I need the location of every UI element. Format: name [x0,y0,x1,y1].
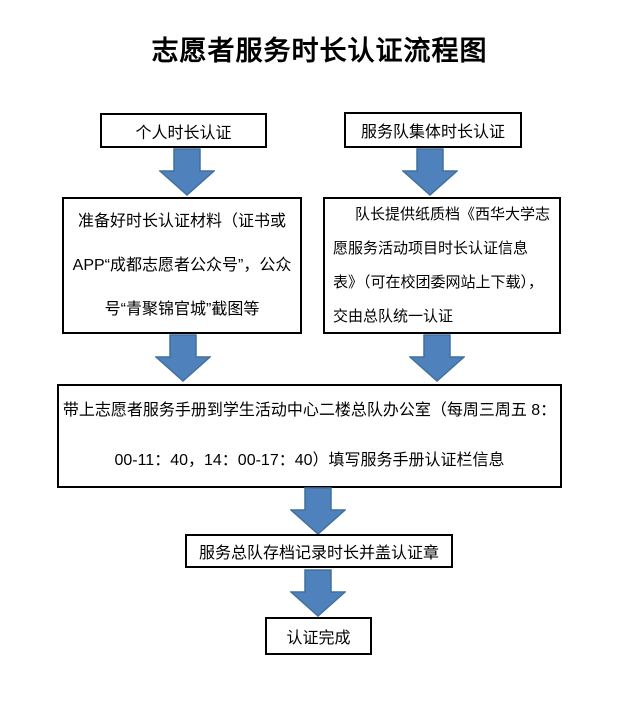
node-text-line: APP“成都志愿者公众号”，公众 [72,256,292,274]
node-label: 服务队集体时长认证 [360,124,505,141]
node-team-certification: 服务队集体时长认证 [344,112,522,148]
flowchart-title: 志愿者服务时长认证流程图 [151,36,488,66]
node-text-line: 00-11：40，14：00-17：40）填写服务手册认证栏信息 [114,452,505,469]
node-text-line: 号“青聚锦官城”截图等 [104,300,260,318]
node-service-manual-office: 带上志愿者服务手册到学生活动中心二楼总队办公室（每周三周五 8： 00-11：4… [57,384,562,488]
node-hq-archive-stamp: 服务总队存档记录时长并盖认证章 [185,534,453,568]
node-text-line: 准备好时长认证材料（证书或 [77,212,286,230]
node-text-line: 愿服务活动项目时长认证信息 [333,239,529,257]
node-prepare-materials: 准备好时长认证材料（证书或 APP“成都志愿者公众号”，公众 号“青聚锦官城”截… [62,197,302,334]
node-text-line: 队长提供纸质档《西华大学志 [355,205,551,223]
down-arrow-icon [290,487,346,535]
node-label: 认证完成 [286,630,351,647]
node-text-line: 交由总队统一认证 [333,307,454,325]
node-leader-paper-form: 队长提供纸质档《西华大学志 愿服务活动项目时长认证信息 表》（可在校团委网站上下… [323,197,561,334]
node-certification-complete: 认证完成 [265,617,372,655]
node-text-line: 带上志愿者服务手册到学生活动中心二楼总队办公室（每周三周五 8： [62,402,557,419]
down-arrow-icon [155,334,211,382]
down-arrow-icon [159,148,215,196]
down-arrow-icon [290,569,346,617]
node-individual-certification: 个人时长认证 [100,113,267,148]
down-arrow-icon [402,148,458,196]
down-arrow-icon [409,334,465,382]
node-text-line: 表》（可在校团委网站上下载）， [333,273,544,291]
node-label: 服务总队存档记录时长并盖认证章 [198,545,439,562]
node-label: 个人时长认证 [135,124,232,142]
